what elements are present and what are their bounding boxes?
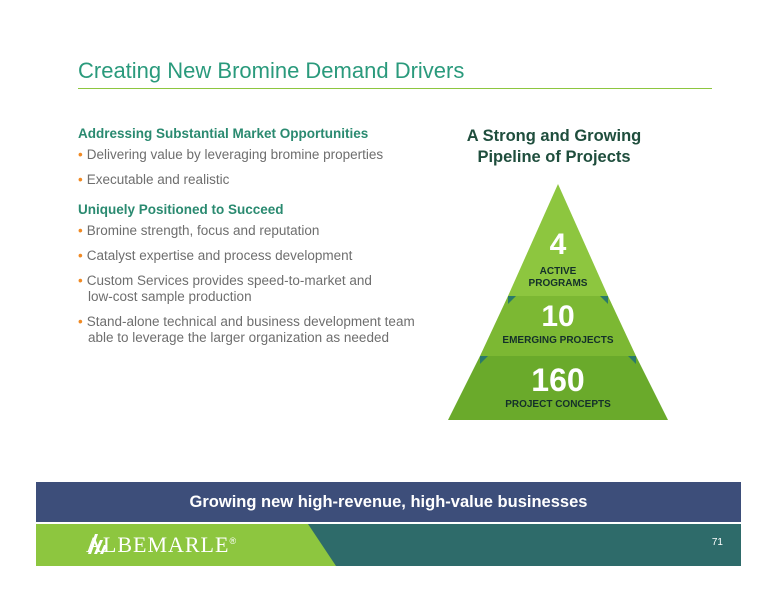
albemarle-logo: ALBEMARLE ® — [86, 532, 236, 558]
tier-label-emerging: EMERGING PROJECTS — [502, 335, 614, 346]
bullet-dot-icon: • — [78, 172, 83, 187]
page-number: 71 — [711, 537, 723, 548]
footer-background — [36, 524, 741, 566]
summary-banner: Growing new high-revenue, high-value bus… — [36, 482, 741, 522]
tier-number-concepts: 160 — [531, 362, 585, 398]
bullet-item: •Catalyst expertise and process developm… — [78, 248, 353, 263]
pipeline-title: A Strong and Growing Pipeline of Project… — [466, 127, 642, 166]
bullet-dot-icon: • — [78, 248, 83, 263]
tier-marker-icon — [628, 356, 636, 364]
pyramid-graphic — [448, 184, 668, 420]
tier-marker-icon — [480, 356, 488, 364]
bullet-dot-icon: • — [78, 147, 83, 162]
bullet-item: •Custom Services provides speed-to-marke… — [78, 273, 372, 304]
bullet-dot-icon: • — [78, 223, 83, 238]
tier-number-active: 4 — [549, 228, 567, 261]
tier-label-concepts: PROJECT CONCEPTS — [505, 399, 611, 410]
pyramid-tier-top — [508, 184, 608, 296]
content-column: Addressing Substantial Market Opportunit… — [78, 126, 438, 360]
title-divider — [78, 88, 712, 89]
footer-bar: ALBEMARLE ® 71 — [36, 524, 741, 566]
pipeline-pyramid: 4 ACTIVE PROGRAMS 10 EMERGING PROJECTS 1… — [446, 184, 670, 424]
bullet-item: •Delivering value by leveraging bromine … — [78, 147, 384, 162]
brand-name: ALBEMARLE — [86, 532, 230, 557]
section-heading-positioned: Uniquely Positioned to Succeed — [78, 202, 284, 217]
bullet-item: •Bromine strength, focus and reputation — [78, 223, 320, 238]
tier-number-emerging: 10 — [541, 300, 575, 333]
bullet-list-opportunities: •Delivering value by leveraging bromine … — [78, 147, 438, 188]
trademark-symbol: ® — [229, 536, 237, 546]
bullet-item: •Stand-alone technical and business deve… — [78, 314, 415, 345]
tier-marker-icon — [508, 296, 516, 304]
tier-marker-icon — [600, 296, 608, 304]
bullet-dot-icon: • — [78, 314, 83, 329]
pyramid-tier-bottom — [448, 356, 668, 420]
page-title: Creating New Bromine Demand Drivers — [78, 58, 465, 83]
bullet-item: •Executable and realistic — [78, 172, 230, 187]
bullet-list-positioned: •Bromine strength, focus and reputation … — [78, 223, 438, 346]
albemarle-mark-icon — [88, 534, 107, 554]
tier-label-active: ACTIVE PROGRAMS — [528, 266, 588, 289]
section-heading-opportunities: Addressing Substantial Market Opportunit… — [78, 126, 369, 141]
bullet-dot-icon: • — [78, 273, 83, 288]
pyramid-tier-middle — [480, 296, 636, 356]
